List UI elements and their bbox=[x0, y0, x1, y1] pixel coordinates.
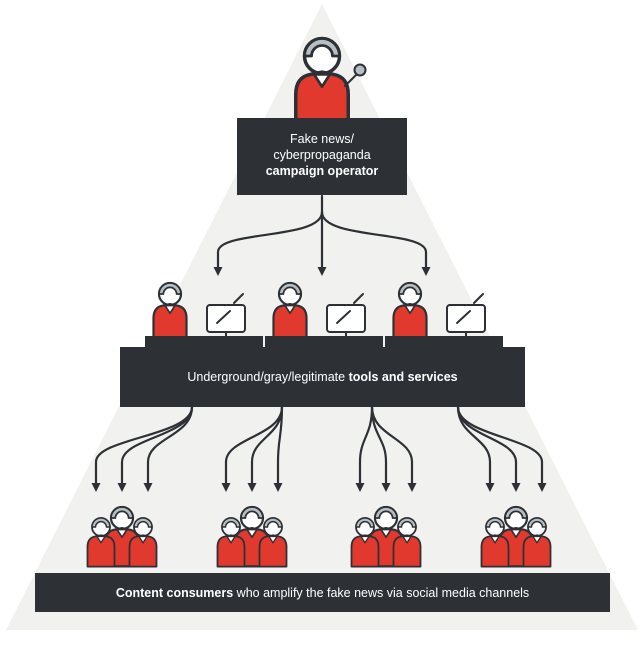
tier2-arrows bbox=[91, 405, 547, 492]
tools-banner-text-normal: Underground/gray/legitimate bbox=[187, 370, 349, 384]
operator-banner-line-3: campaign operator bbox=[265, 164, 379, 178]
arrow bbox=[370, 405, 417, 492]
arrow bbox=[273, 405, 284, 492]
arrow bbox=[143, 405, 194, 492]
consumers-banner-text-bold: Content consumers bbox=[115, 585, 234, 600]
arrow bbox=[320, 210, 431, 276]
tools-banner-text: Underground/gray/legitimate tools and se… bbox=[187, 370, 457, 384]
tools-banner-text-bold: tools and services bbox=[348, 370, 458, 384]
arrow bbox=[91, 405, 194, 492]
tools-services-banner: Underground/gray/legitimate tools and se… bbox=[120, 347, 525, 407]
tools-worker-icon-1 bbox=[145, 281, 263, 348]
campaign-operator-icon bbox=[294, 36, 367, 135]
desk-bar bbox=[265, 336, 383, 348]
desk-bar bbox=[385, 336, 503, 348]
arrow bbox=[456, 405, 547, 492]
tools-worker-icon-3 bbox=[385, 281, 503, 348]
pyramid-background bbox=[6, 4, 638, 630]
tier1-arrows bbox=[213, 194, 431, 276]
arrow bbox=[117, 405, 194, 492]
operator-banner-line-1: Fake news/ bbox=[290, 132, 354, 146]
arrow bbox=[213, 210, 324, 276]
microphone-icon bbox=[344, 63, 367, 87]
operator-banner-line-2: cyberpropaganda bbox=[273, 148, 371, 162]
consumers-banner-text-normal: who amplify the fake news via social med… bbox=[233, 585, 530, 600]
content-consumers-banner: Content consumers who amplify the fake n… bbox=[35, 573, 610, 612]
desk-bar bbox=[145, 336, 263, 348]
tools-worker-icon-2 bbox=[265, 281, 383, 348]
campaign-operator-banner: Fake news/ cyberpropaganda campaign oper… bbox=[237, 118, 407, 195]
arrow bbox=[221, 405, 284, 492]
consumers-banner-text: Content consumers who amplify the fake n… bbox=[116, 586, 529, 600]
